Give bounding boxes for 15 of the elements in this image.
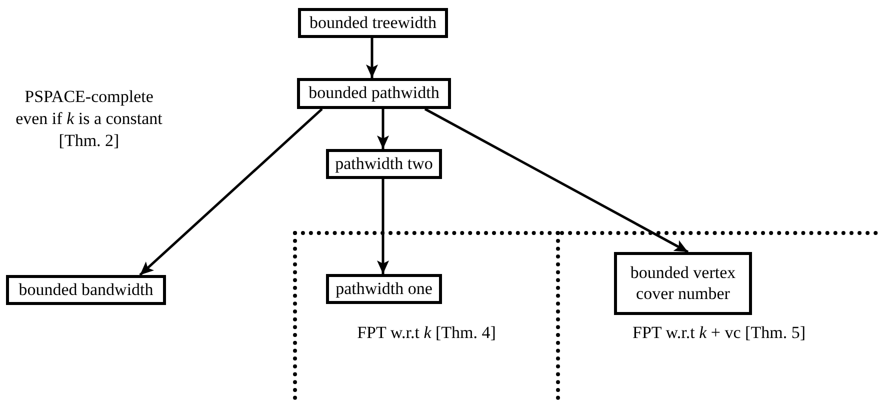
arrow — [139, 108, 323, 276]
text-box: pathwidth two — [326, 149, 442, 179]
arrow — [424, 108, 689, 254]
region-text: FPT w.r.t k + vc [Thm. 5] — [632, 323, 806, 343]
arrow — [366, 38, 378, 78]
text-box: pathwidth one — [326, 274, 442, 304]
text-box: bounded bandwidth — [6, 275, 166, 305]
text-box: bounded vertex cover number — [614, 252, 752, 315]
arrow — [377, 109, 389, 149]
text-box: bounded treewidth — [298, 8, 448, 38]
note-text: PSPACE-complete even if k is a constant [Thm. 2] — [14, 86, 164, 152]
region-text: FPT w.r.t k [Thm. 4] — [356, 323, 497, 343]
text-box: bounded pathwidth — [297, 78, 451, 109]
arrow — [377, 179, 389, 274]
dotted-region — [293, 231, 560, 400]
